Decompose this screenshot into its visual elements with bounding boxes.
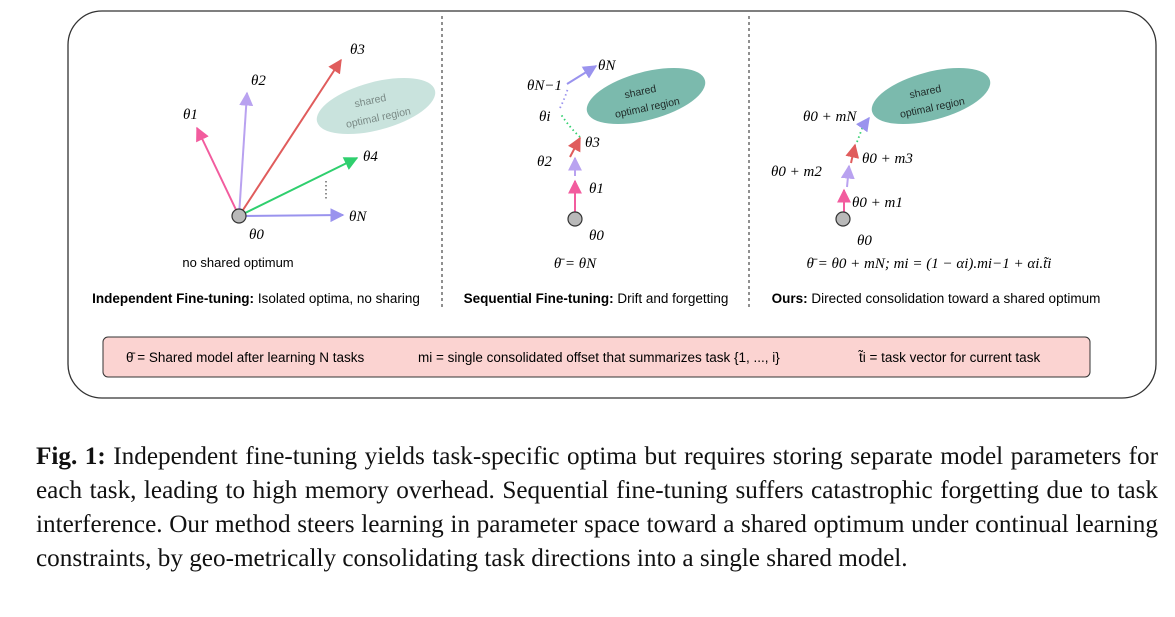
panel-formula: θ̄ = θ0 + mN; mi = (1 − αi).mi−1 + αi.t̃… bbox=[807, 256, 1052, 272]
panel-title: Ours: Directed consolidation toward a sh… bbox=[772, 291, 1101, 306]
arrow-thetaN bbox=[238, 208, 345, 223]
label-theta4: θ4 bbox=[363, 149, 378, 165]
arrow-m3 bbox=[845, 143, 860, 164]
label-theta1: θ1 bbox=[589, 181, 604, 197]
arrow-m2 bbox=[840, 164, 855, 188]
origin-point bbox=[835, 211, 851, 227]
dotted-green bbox=[856, 125, 864, 143]
origin-point bbox=[567, 211, 583, 227]
label-theta0: θ0 bbox=[857, 233, 872, 249]
shared-region-ellipse bbox=[586, 67, 706, 125]
arrow-thetaN bbox=[566, 65, 598, 85]
label-theta0: θ0 bbox=[589, 228, 604, 244]
legend-item-shared-model: θ̄ = Shared model after learning N tasks bbox=[126, 350, 365, 365]
label-m3: θ0 + m3 bbox=[862, 151, 913, 167]
caption-label: Fig. 1: bbox=[36, 443, 106, 470]
panel-sequential: shared optimal region θ0 θ1 θ2 θ3 θi θN−… bbox=[464, 58, 729, 306]
label-thetai: θi bbox=[539, 109, 551, 125]
label-theta1: θ1 bbox=[183, 107, 198, 123]
panel-note: no shared optimum bbox=[182, 255, 293, 270]
panel-independent: shared optimal region θ0 θ1 θ2 θ3 θ4 θN … bbox=[92, 42, 436, 306]
panel-ours: shared optimal region θ0 θ0 + m1 θ0 + m2… bbox=[771, 67, 1101, 306]
legend-box: θ̄ = Shared model after learning N tasks… bbox=[102, 336, 1091, 378]
label-theta2: θ2 bbox=[537, 154, 552, 170]
label-theta3: θ3 bbox=[585, 135, 600, 151]
label-mN: θ0 + mN bbox=[803, 109, 857, 125]
drift-path-green bbox=[559, 112, 581, 138]
figure-caption: Fig. 1: Independent fine-tuning yields t… bbox=[36, 440, 1158, 576]
panel-title: Independent Fine-tuning: Isolated optima… bbox=[92, 291, 420, 306]
label-thetaN1: θN−1 bbox=[527, 78, 562, 94]
arrow-step3 bbox=[567, 136, 581, 158]
label-m2: θ0 + m2 bbox=[771, 164, 822, 180]
legend-item-task-vector: t̃i = task vector for current task bbox=[858, 350, 1041, 365]
label-theta2: θ2 bbox=[251, 73, 266, 89]
arrow-theta3 bbox=[238, 58, 342, 217]
label-thetaN: θN bbox=[349, 209, 367, 225]
legend-item-offset: mi = single consolidated offset that sum… bbox=[418, 350, 780, 365]
arrow-theta2 bbox=[238, 91, 254, 217]
label-theta3: θ3 bbox=[350, 42, 365, 58]
label-theta0: θ0 bbox=[249, 227, 264, 243]
arrow-theta4 bbox=[238, 157, 359, 217]
arrow-theta1 bbox=[196, 126, 240, 217]
label-thetaN: θN bbox=[598, 58, 616, 74]
figure-frame bbox=[67, 10, 1157, 399]
panel-formula: θ̄ = θN bbox=[554, 256, 597, 272]
origin-point bbox=[231, 208, 247, 224]
caption-text: Independent fine-tuning yields task-spec… bbox=[36, 443, 1158, 572]
label-m1: θ0 + m1 bbox=[852, 195, 903, 211]
panel-title: Sequential Fine-tuning: Drift and forget… bbox=[464, 291, 729, 306]
shared-region-ellipse bbox=[316, 77, 436, 135]
shared-region-ellipse bbox=[871, 67, 991, 125]
arrow-mN bbox=[855, 116, 870, 133]
